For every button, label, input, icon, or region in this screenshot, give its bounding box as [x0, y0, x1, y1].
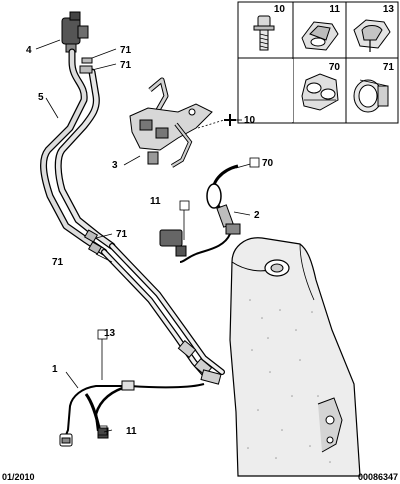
particulate-filter	[200, 237, 361, 477]
callout-13: 13	[104, 328, 116, 339]
double-clip-icon	[301, 73, 339, 111]
callout-3: 3	[112, 160, 118, 171]
callout-71-third: 71	[116, 229, 128, 240]
wiring-harness	[59, 380, 205, 447]
bolt-icon	[253, 15, 275, 51]
hose-clamp-icon	[353, 79, 389, 113]
legend-label-13: 13	[383, 4, 395, 15]
callout-box-markers	[97, 157, 260, 436]
callout-1: 1	[52, 364, 58, 375]
callout-2: 2	[254, 210, 260, 221]
legend-label-10: 10	[274, 4, 286, 15]
leader-lines	[35, 39, 255, 433]
vacuum-hose-assembly	[40, 48, 116, 256]
legend-label-70: 70	[329, 62, 341, 73]
sensor-connector	[159, 229, 187, 257]
sensor-pipe	[101, 243, 225, 381]
legend-label-11: 11	[329, 4, 340, 15]
callout-11-lower: 11	[126, 426, 137, 437]
callout-71-second: 71	[120, 60, 132, 71]
footer-date: 01/2010	[2, 472, 35, 482]
retaining-clip-icon	[353, 19, 391, 52]
bolt-position-marker-icon	[224, 114, 236, 126]
temperature-sensor	[179, 164, 241, 263]
callout-71-fourth: 71	[52, 257, 64, 268]
clip-icon	[301, 21, 339, 51]
legend-grid: 10 11 13 70	[237, 1, 399, 124]
callout-10: 10	[244, 115, 256, 126]
legend-label-71: 71	[383, 62, 395, 73]
callout-11-upper: 11	[150, 196, 161, 207]
callout-71-top: 71	[120, 45, 132, 56]
pressure-sensor	[61, 11, 89, 53]
footer-reference: 00086347	[358, 472, 398, 482]
callout-5: 5	[38, 92, 44, 103]
callout-70: 70	[262, 158, 274, 169]
callout-4: 4	[26, 45, 32, 56]
mounting-bracket	[129, 77, 213, 168]
